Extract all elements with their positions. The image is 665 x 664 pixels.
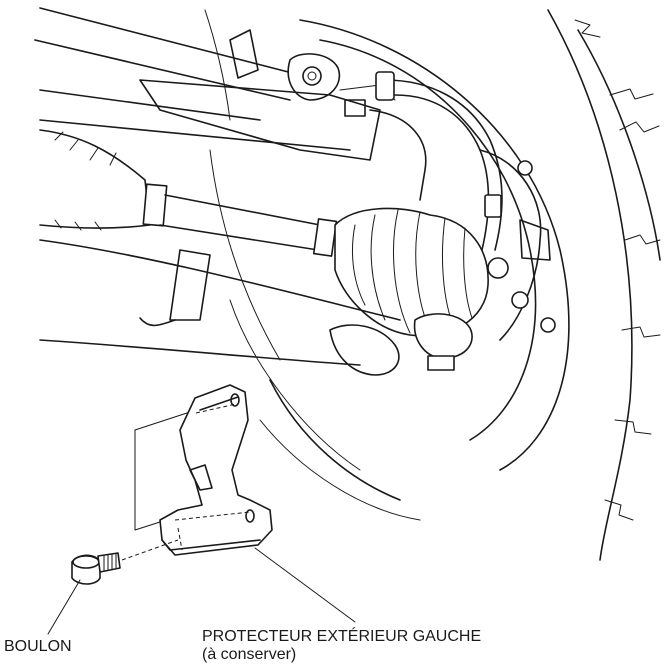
guard-label-line2: (à conserver) [202,646,297,663]
drive-shaft [39,129,338,257]
steering-knuckle [369,109,556,341]
cv-boot [334,207,489,337]
outer-guard [134,384,273,556]
brake-disc [204,9,570,521]
upper-control-arm [34,7,396,161]
tire-outline [547,9,661,561]
bolt-label: BOULON [4,638,72,655]
bolt [71,539,179,585]
lower-control-arm [39,239,473,376]
leader-lines [47,547,356,635]
guard-label-line1: PROTECTEUR EXTÉRIEUR GAUCHE [202,628,482,645]
